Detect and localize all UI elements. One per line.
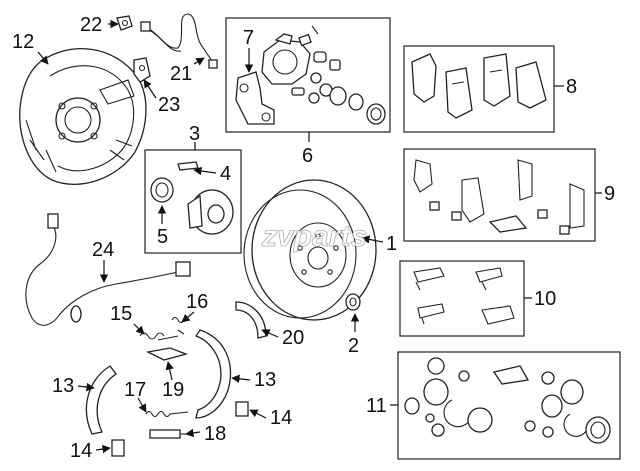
callout-12: 12 — [12, 31, 34, 53]
caliper-small-parts — [291, 25, 386, 125]
callout-3: 3 — [189, 123, 200, 145]
callout-6: 6 — [302, 145, 313, 167]
caliper-mounting — [235, 71, 275, 125]
dust-shield — [19, 47, 147, 185]
hole-plug — [345, 293, 361, 311]
anti-squeal-kit-parts — [413, 267, 515, 325]
disc-rotor — [243, 179, 377, 321]
pad-fitting-kit-box — [403, 148, 596, 242]
speed-sensor — [25, 213, 191, 326]
callout-23: 23 — [158, 94, 180, 116]
callout-19: 19 — [162, 379, 184, 401]
caliper-body — [261, 33, 311, 85]
callout-20: 20 — [282, 327, 304, 349]
callout-18: 18 — [204, 423, 226, 445]
callout-1: 1 — [386, 233, 397, 255]
leader-lines — [37, 19, 602, 454]
adjuster-spring — [145, 410, 189, 418]
callout-16: 16 — [186, 291, 208, 313]
anti-squeal-kit-box — [399, 260, 525, 337]
callout-9: 9 — [604, 183, 615, 205]
pad-set-box — [403, 45, 555, 133]
hub-group-box — [144, 149, 242, 254]
tension-spring — [171, 316, 185, 335]
callout-10: 10 — [534, 288, 556, 310]
hub-bearing-assembly — [150, 161, 234, 235]
shoe-hold-down-cup-b — [111, 439, 125, 457]
callout-4: 4 — [220, 163, 231, 185]
hose-clip — [116, 15, 133, 31]
callout-15: 15 — [110, 303, 132, 325]
callout-21: 21 — [170, 63, 192, 85]
callout-13-left: 13 — [52, 375, 74, 397]
parking-brake-shoe-left — [85, 365, 117, 435]
caliper-group-box — [225, 17, 391, 133]
parking-brake-shoe-right — [194, 329, 232, 419]
callout-2: 2 — [348, 335, 359, 357]
callout-8: 8 — [566, 76, 577, 98]
watermark-logo: zvparts — [261, 220, 367, 253]
brake-pads — [411, 53, 547, 119]
callout-13-right: 13 — [254, 369, 276, 391]
shoe-adjuster — [149, 429, 192, 439]
shoe-hold-down-cup-a — [235, 401, 249, 417]
callout-24: 24 — [92, 239, 114, 261]
shoe-lining-20 — [235, 301, 267, 339]
callout-22: 22 — [80, 14, 102, 36]
callout-14-left: 14 — [70, 440, 92, 462]
pad-fitting-kit-parts — [413, 159, 585, 235]
callout-7: 7 — [243, 27, 254, 49]
callout-14-right: 14 — [270, 407, 292, 429]
callout-5: 5 — [157, 226, 168, 248]
wheel-cylinder-kit-parts — [404, 357, 611, 444]
flexible-hose — [140, 13, 218, 69]
hose-bracket — [133, 57, 151, 83]
shoe-strut — [145, 335, 189, 361]
callout-11: 11 — [366, 395, 387, 417]
callout-17: 17 — [124, 379, 146, 401]
